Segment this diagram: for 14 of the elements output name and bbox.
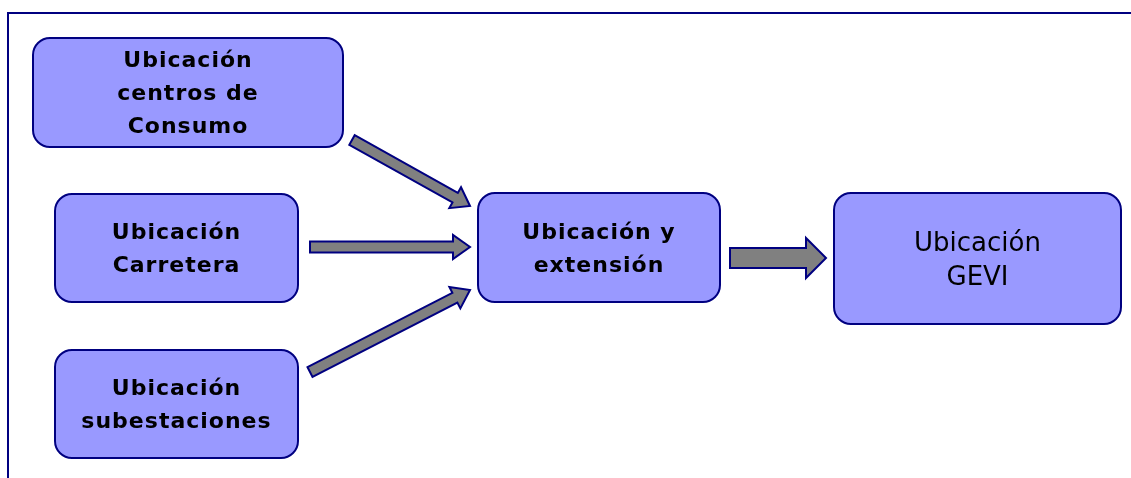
process-box bbox=[32, 37, 344, 148]
process-box bbox=[54, 193, 299, 303]
block-arrow bbox=[347, 133, 472, 210]
block-arrow bbox=[306, 285, 472, 379]
box-label: Ubicación centros de Consumo bbox=[116, 46, 260, 140]
box-label: Ubicación subestaciones bbox=[80, 374, 273, 435]
box-label: Ubicación Carretera bbox=[110, 218, 243, 279]
block-arrow bbox=[309, 233, 472, 261]
box-label: Ubicación y extensión bbox=[521, 217, 677, 279]
box-label: Ubicación GEVI bbox=[913, 225, 1042, 293]
process-box bbox=[833, 192, 1122, 325]
block-arrow bbox=[729, 235, 828, 281]
process-box bbox=[54, 349, 299, 459]
process-box bbox=[477, 192, 721, 303]
